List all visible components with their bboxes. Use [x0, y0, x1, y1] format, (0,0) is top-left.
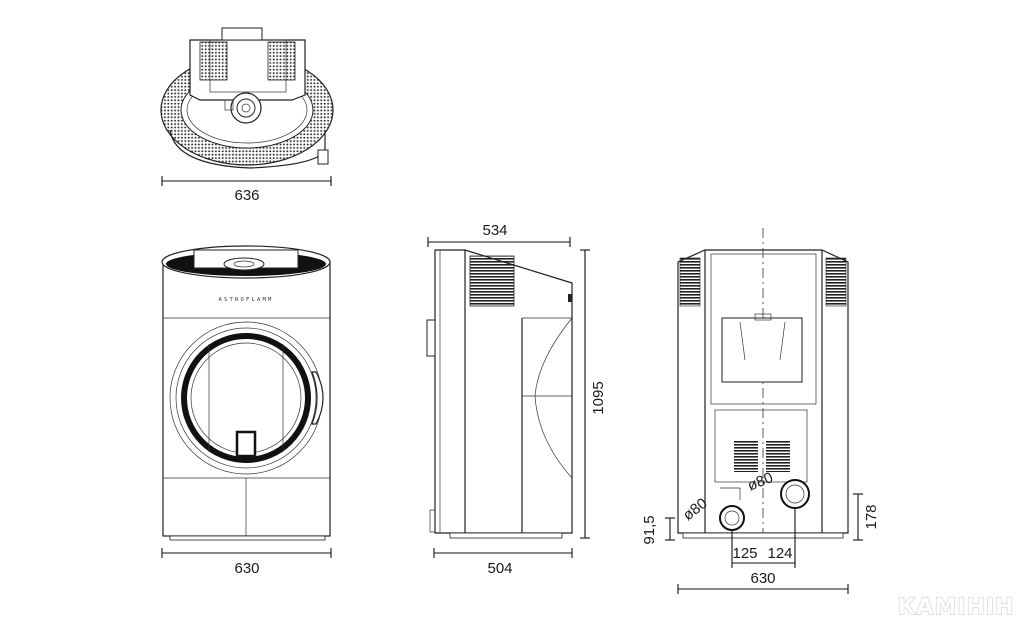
- dim-flue-left-height: 91,5: [641, 515, 658, 544]
- top-view: 636: [160, 27, 334, 204]
- dim-height: 1095: [590, 381, 607, 414]
- dim-side-depth-bottom: 504: [487, 560, 512, 577]
- dim-flue-right-height: 178: [863, 504, 880, 529]
- dim-flue-right-offset: 124: [767, 545, 792, 562]
- front-brand-label: ASTROFLAMM: [218, 297, 273, 303]
- dim-top-width: 636: [234, 187, 259, 204]
- back-view: ø80 ø80 91,5 178 125 124 630: [641, 228, 880, 594]
- label-flue-left-diameter: ø80: [680, 495, 711, 524]
- dim-flue-left-offset: 125: [732, 545, 757, 562]
- dim-front-width: 630: [234, 560, 259, 577]
- front-view: ASTROFLAMM 630: [161, 245, 332, 577]
- side-view: 534 1095 504: [426, 222, 607, 577]
- label-flue-right-diameter: ø80: [745, 469, 775, 494]
- dim-side-depth-top: 534: [482, 222, 507, 239]
- watermark-logo: КАМІНІН: [897, 595, 1014, 620]
- dim-back-width: 630: [750, 570, 775, 587]
